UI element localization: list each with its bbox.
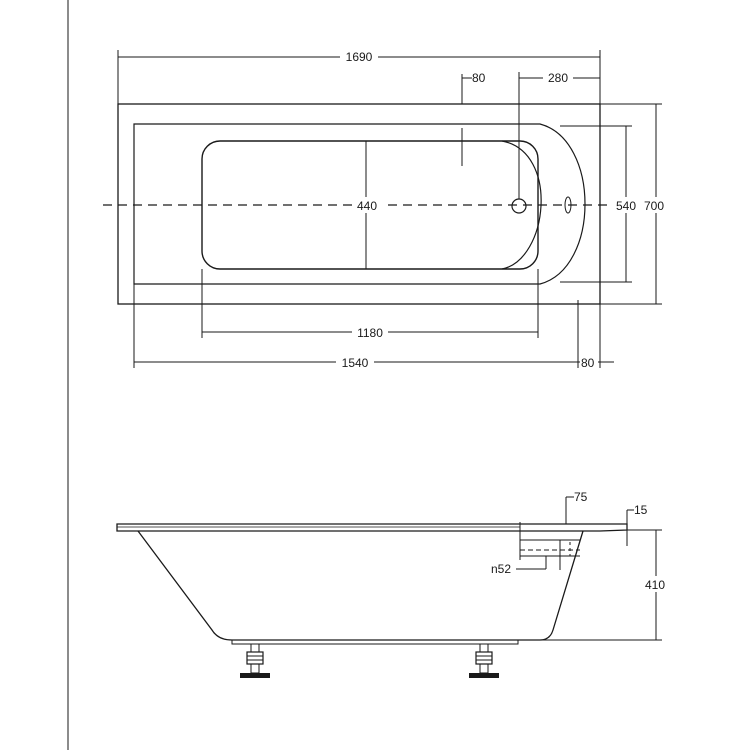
right-foot	[469, 644, 499, 678]
dim-75-label: 75	[574, 490, 588, 504]
side-view: 75 15 n52 410	[117, 490, 670, 678]
dim-15-label: 15	[634, 503, 648, 517]
dim-1690-label: 1690	[346, 50, 373, 64]
well-curve	[502, 141, 541, 269]
left-foot	[240, 644, 270, 678]
dim-440-label: 440	[357, 199, 377, 213]
dim-n52-label: n52	[491, 562, 511, 576]
side-rim	[117, 524, 627, 531]
dim-80-top-label: 80	[472, 71, 486, 85]
dim-1540-label: 1540	[342, 356, 369, 370]
dim-1180-label: 1180	[357, 326, 383, 340]
dim-80-bottom-label: 80	[581, 356, 595, 370]
top-view: 1690 80 280 540 700 440 1180	[103, 48, 666, 370]
side-body	[138, 531, 583, 640]
waste-hole	[512, 199, 526, 213]
dim-700-label: 700	[644, 199, 664, 213]
dim-280-label: 280	[548, 71, 568, 85]
dim-410-label: 410	[645, 578, 665, 592]
dim-540-label: 540	[616, 199, 636, 213]
